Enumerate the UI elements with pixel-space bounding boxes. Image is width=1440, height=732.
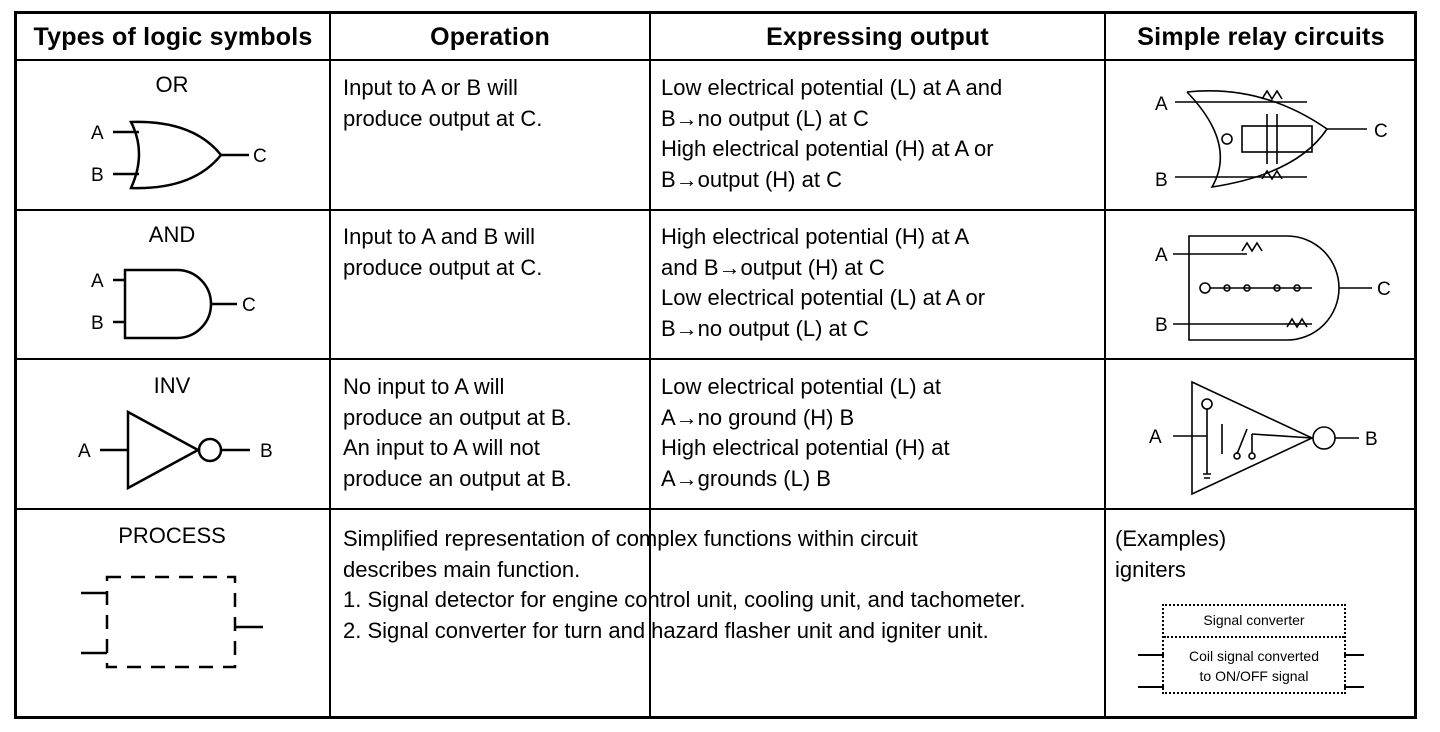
header-types: Types of logic symbols <box>33 23 313 51</box>
svg-text:A: A <box>1149 427 1162 448</box>
converter-title: Signal converter <box>1203 612 1305 628</box>
and-relay-circuit-diagram: A B C <box>1155 235 1391 341</box>
inverter-gate-icon: A B <box>78 409 273 491</box>
row-divider <box>17 209 1414 211</box>
symbol-name: PROCESS <box>118 523 226 548</box>
header-relay-circuits: Simple relay circuits <box>1137 23 1385 51</box>
header-expressing-output: Expressing output <box>766 23 989 51</box>
examples-value: igniters <box>1115 556 1186 582</box>
svg-text:C: C <box>1377 279 1391 300</box>
svg-text:C: C <box>1374 121 1388 142</box>
pin-a-label: A <box>91 123 104 144</box>
pin-b-label: B <box>91 313 104 334</box>
svg-text:B: B <box>1155 170 1168 191</box>
pin-out-label: C <box>242 295 256 316</box>
and-gate-icon: A B C <box>91 268 256 340</box>
or-gate-icon: A B C <box>91 120 267 190</box>
svg-text:A: A <box>1155 94 1168 115</box>
list-item: 1. Signal detector for engine control un… <box>343 587 1026 612</box>
pin-out-label: B <box>260 441 273 462</box>
pin-a-label: A <box>91 271 104 292</box>
column-divider <box>329 14 331 716</box>
row-divider <box>17 59 1414 61</box>
or-relay-circuit-diagram: A B C <box>1155 89 1388 191</box>
row-divider <box>17 508 1414 510</box>
symbol-name: OR <box>155 72 189 97</box>
symbol-name: INV <box>153 373 191 398</box>
inv-relay-circuit-diagram: A B <box>1149 380 1378 496</box>
row-divider <box>17 358 1414 360</box>
pin-a-label: A <box>78 441 91 462</box>
logic-symbols-table: Types of logic symbols Operation Express… <box>14 11 1417 719</box>
symbol-name: AND <box>148 222 196 247</box>
signal-converter-box: Signal converter Coil signal converted t… <box>1138 604 1364 694</box>
process-block-icon <box>81 575 263 669</box>
svg-text:B: B <box>1365 429 1378 450</box>
svg-text:A: A <box>1155 245 1168 266</box>
header-operation: Operation <box>430 23 550 51</box>
column-divider <box>649 14 651 716</box>
list-item: 2. Signal converter for turn and hazard … <box>343 617 989 643</box>
process-description: Simplified representation of complex fun… <box>343 524 1095 646</box>
examples-label: (Examples) <box>1115 526 1227 551</box>
column-divider <box>1104 14 1106 716</box>
pin-b-label: B <box>91 165 104 186</box>
pin-out-label: C <box>253 146 267 167</box>
svg-text:B: B <box>1155 315 1168 336</box>
converter-text: Coil signal converted to ON/OFF signal <box>1189 648 1319 684</box>
examples-text: (Examples) igniters <box>1115 524 1226 585</box>
